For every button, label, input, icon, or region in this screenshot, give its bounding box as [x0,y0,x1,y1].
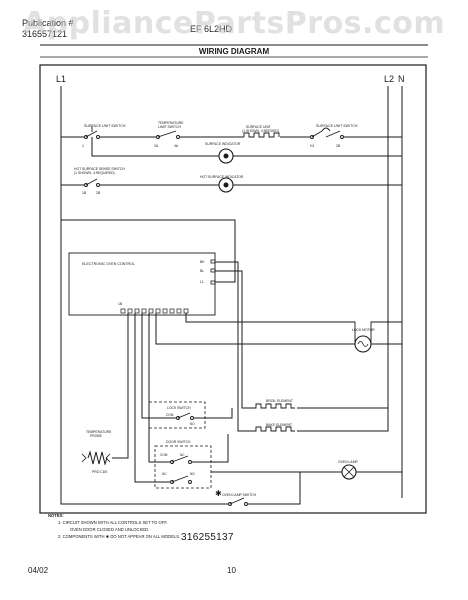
bake-element-label: BAKE ELEMENT [266,423,292,427]
electronic-oven-control-label: ELECTRONIC OVEN CONTROL [82,262,135,266]
pin-1b-row2: 1B [82,191,87,195]
terminal-bk-label: BK [200,260,205,264]
publication-number: 316557121 [22,29,68,39]
surface-indicator-wire [91,137,402,157]
pin-h1-row1: H1 [310,144,314,148]
hot-surface-sense-label-1: HOT SURFACE SENSE SWITCH [74,167,125,171]
hot-surface-indicator-label: HOT SURFACE INDICATOR [200,175,244,179]
temp-limit-switch-label-2: LIMIT SWITCH [158,125,181,129]
lock-switch [176,412,194,420]
pin-2a-row1: 2A [154,144,159,148]
terminal-bl-label: BL [200,269,204,273]
probe-wires [112,313,129,459]
surface-unit-label-1: SURFACE UNIT [246,125,271,129]
control-bk-feed [215,261,252,432]
oven-lamp-label: OVEN LAMP [338,460,359,464]
surface-indicator [218,148,234,164]
temperature-probe-label-2: PROBE [90,434,103,438]
pin-l1-row1: 1 [82,144,84,148]
notes-heading: NOTES: [48,513,64,518]
lock-switch-com: COM [166,413,174,417]
surface-unit-switch-label-right: SURFACE UNIT SWITCH [316,124,358,128]
door-switch-no: NO [190,472,195,476]
note-1-line-1: 1. CIRCUIT SHOWN WITH ALL CONTROLS SET T… [58,520,168,525]
control-bottom-terminals [120,308,189,314]
temp-limit-switch-label-1: TEMPERATURE [158,121,184,125]
hot-surface-sense-switch [84,178,100,187]
diagram-frame [39,64,427,514]
surface-unit-label-2: (1 SHOWN, 4 NEEDED) [242,129,279,133]
diagram-number: 316255137 [181,532,234,543]
pin-4a-row1: 4A [174,144,179,148]
door-switch [170,455,192,484]
temperature-probe-label-1: TEMPERATURE [86,430,112,434]
note-1-line-2: OVEN DOOR CLOSED AND UNLOCKED. [70,527,150,532]
rail-label-n: N [398,74,405,84]
door-switch-nc-2: NC [162,472,167,476]
bake-element [252,426,295,432]
lock-switch-wires [141,313,233,419]
lock-motor-return [155,313,402,345]
oven-lamp-switch [228,497,248,506]
footer-date: 04/02 [28,566,49,575]
hot-surface-sense-label-2: (1 SHOWN, 4 REQUIRED) [74,171,115,175]
oven-lamp-switch-label: OVEN LAMP SWITCH [222,493,257,497]
surface-unit-element [243,132,280,138]
publication-block: Publication # 316557121 [22,18,74,40]
footer-page: 10 [227,566,236,575]
rail-label-l2: L2 [384,74,394,84]
terminal-1b-label: 1B [118,302,123,306]
broil-element [252,403,295,409]
pin-2b-row2: 2B [96,191,101,195]
bake-wire [297,420,389,432]
pin-2b-row1: 2B [336,144,341,148]
door-switch-box [154,445,212,489]
lock-motor-wire [185,313,402,323]
door-switch-label: DOOR SWITCH [166,440,191,444]
door-switch-nc: NC [180,453,185,457]
oven-lamp-switch-wires [60,498,301,505]
probe-connector [81,453,111,463]
oven-lamp-wires [211,471,402,498]
broil-element-label: BROIL ELEMENT [266,399,293,403]
lock-switch-label: LOCK SWITCH [167,406,191,410]
publication-label: Publication # [22,18,74,28]
hot-surface-indicator [218,177,234,193]
rail-label-l1: L1 [56,74,66,84]
surface-indicator-label: SURFACE INDICATOR [205,142,241,146]
oven-lamp-switch-marker: ✱ [215,489,222,498]
temperature-probe [87,450,108,466]
diagram-title: WIRING DIAGRAM [198,47,270,56]
temp-limit-switch [156,130,180,139]
notes: NOTES: 1. CIRCUIT SHOWN WITH ALL CONTROL… [48,512,180,540]
door-switch-wires [134,313,229,483]
surface-unit-switch-left [84,126,100,139]
lock-motor-label: LOCK MOTOR [352,328,375,332]
pro-cds-label: PRO CDS [92,470,108,474]
control-side-terminals [210,259,216,285]
terminal-l1-label: L1 [200,280,204,284]
door-switch-com: COM [160,453,168,457]
surface-unit-switch-right [310,127,344,139]
note-2: 2. COMPONENTS WITH ✱ DO NOT APPEAR ON AL… [58,534,181,539]
surface-unit-switch-label: SURFACE UNIT SWITCH [84,124,126,128]
control-l1-feed [61,219,236,283]
model-number: EF 6L2HD [190,24,233,34]
lock-switch-no: NO [190,422,195,426]
control-bl-feed [215,270,252,409]
